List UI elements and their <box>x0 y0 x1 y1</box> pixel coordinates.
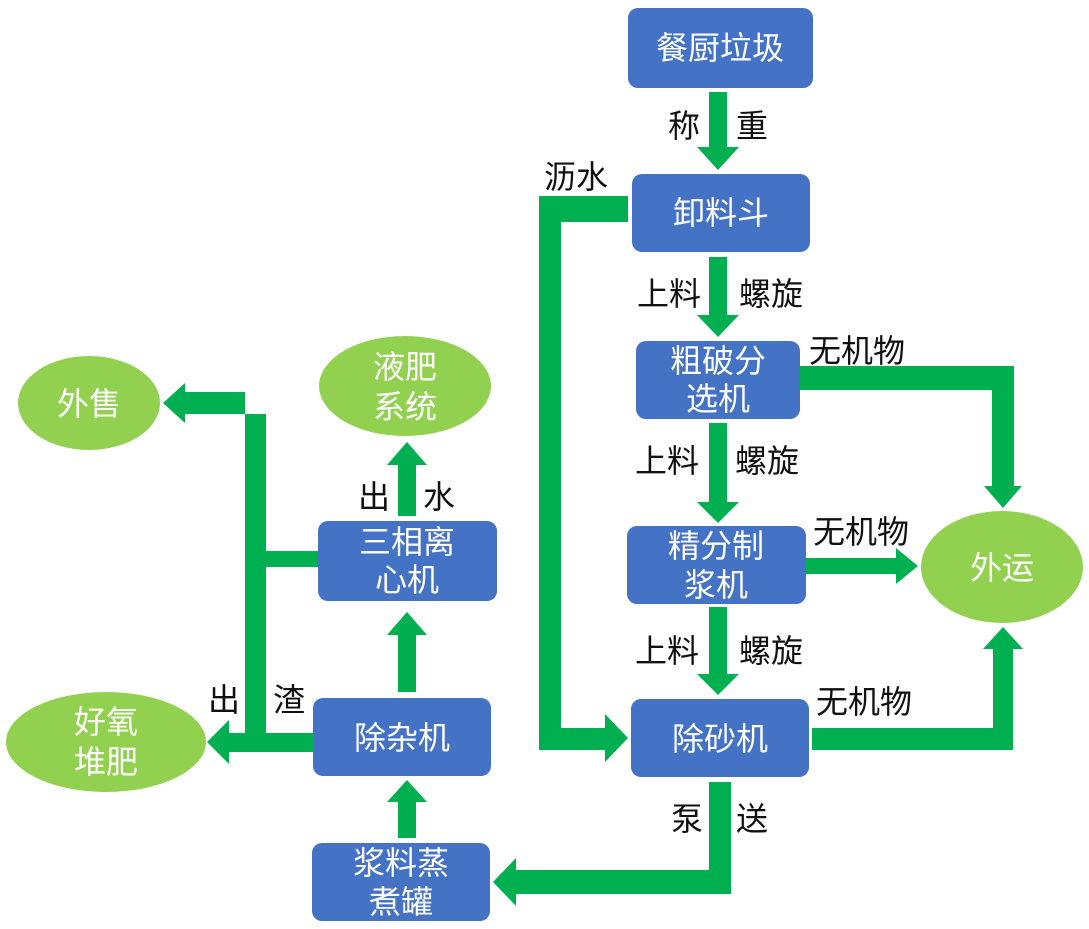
output-liquid-fertilizer-text-1: 液肥 <box>373 348 437 386</box>
node-kitchen-waste: 餐厨垃圾 <box>628 8 813 88</box>
node-coarse-crusher-text-2: 选机 <box>686 380 750 418</box>
node-centrifuge-text-2: 心机 <box>375 561 439 599</box>
arrow-water-out <box>387 442 427 516</box>
node-impurity-remover-text: 除杂机 <box>354 719 450 757</box>
arrow-pump <box>493 782 731 906</box>
node-fine-pulper-text-1: 精分制 <box>668 527 764 565</box>
flow-labels: 称 重 沥水 上料 螺旋 上料 螺旋 上料 螺旋 无机物 无机物 无机物 泵 送… <box>208 107 912 838</box>
node-kitchen-waste-text: 餐厨垃圾 <box>656 29 784 67</box>
label-drain-water: 沥水 <box>544 158 608 196</box>
arrow-remover-to-centrifuge <box>387 612 427 692</box>
label-feed3-b: 螺旋 <box>739 632 803 670</box>
arrow-to-compost <box>207 528 313 764</box>
arrow-inorganic-2 <box>806 548 918 584</box>
arrow-weigh <box>697 92 739 170</box>
label-residue-out-b: 渣 <box>273 681 305 719</box>
label-pump-a: 泵 <box>671 800 703 838</box>
label-weigh-a: 称 <box>668 107 700 145</box>
label-feed1-a: 上料 <box>637 275 701 313</box>
process-boxes: 餐厨垃圾 卸料斗 粗破分 选机 精分制 浆机 除砂机 浆料蒸 煮罐 除杂机 <box>312 8 813 921</box>
output-liquid-fertilizer: 液肥 系统 <box>319 336 491 436</box>
label-feed1-b: 螺旋 <box>739 275 803 313</box>
arrow-cooker-to-remover <box>387 780 427 838</box>
node-fine-pulper-text-2: 浆机 <box>684 566 748 604</box>
arrow-inorganic-3 <box>812 627 1023 750</box>
node-hopper: 卸料斗 <box>632 174 810 252</box>
node-slurry-cooker-text-2: 煮罐 <box>369 883 433 921</box>
label-residue-out-a: 出 <box>208 681 240 719</box>
node-impurity-remover: 除杂机 <box>313 698 491 776</box>
label-feed2-a: 上料 <box>635 442 699 480</box>
node-slurry-cooker: 浆料蒸 煮罐 <box>312 843 490 921</box>
output-compost-text-1: 好氧 <box>74 703 138 741</box>
node-fine-pulper: 精分制 浆机 <box>627 526 806 604</box>
output-compost: 好氧 堆肥 <box>6 692 206 792</box>
label-feed2-b: 螺旋 <box>735 442 799 480</box>
arrow-drain-water <box>539 196 628 762</box>
node-centrifuge-text-1: 三相离 <box>359 523 455 561</box>
node-coarse-crusher: 粗破分 选机 <box>636 341 800 419</box>
arrow-feed-2 <box>697 423 739 523</box>
output-liquid-fertilizer-text-2: 系统 <box>373 388 437 426</box>
node-centrifuge: 三相离 心机 <box>318 521 497 601</box>
output-for-sale-text: 外售 <box>57 385 121 423</box>
node-coarse-crusher-text-1: 粗破分 <box>670 342 766 380</box>
node-desander-text: 除砂机 <box>672 720 768 758</box>
label-inorganic-2: 无机物 <box>813 513 909 551</box>
label-inorganic-3: 无机物 <box>816 683 912 721</box>
label-feed3-a: 上料 <box>635 632 699 670</box>
flow-arrows <box>163 92 1023 906</box>
arrow-inorganic-1 <box>800 366 1022 508</box>
arrow-feed-3 <box>697 607 739 695</box>
output-for-sale: 外售 <box>18 356 160 450</box>
output-transport-out-text: 外运 <box>970 549 1034 587</box>
label-water-out-b: 水 <box>423 478 455 516</box>
label-water-out-a: 出 <box>358 478 390 516</box>
output-compost-text-2: 堆肥 <box>74 743 138 781</box>
label-weigh-b: 重 <box>736 107 768 145</box>
arrow-feed-1 <box>697 257 739 337</box>
label-pump-b: 送 <box>736 800 768 838</box>
arrow-to-sale <box>163 383 318 567</box>
node-hopper-text: 卸料斗 <box>673 194 769 232</box>
label-inorganic-1: 无机物 <box>809 332 905 370</box>
output-transport-out: 外运 <box>921 511 1083 623</box>
node-desander: 除砂机 <box>631 699 809 777</box>
output-ellipses: 液肥 系统 外售 好氧 堆肥 外运 <box>6 336 1083 792</box>
node-slurry-cooker-text-1: 浆料蒸 <box>353 844 449 882</box>
